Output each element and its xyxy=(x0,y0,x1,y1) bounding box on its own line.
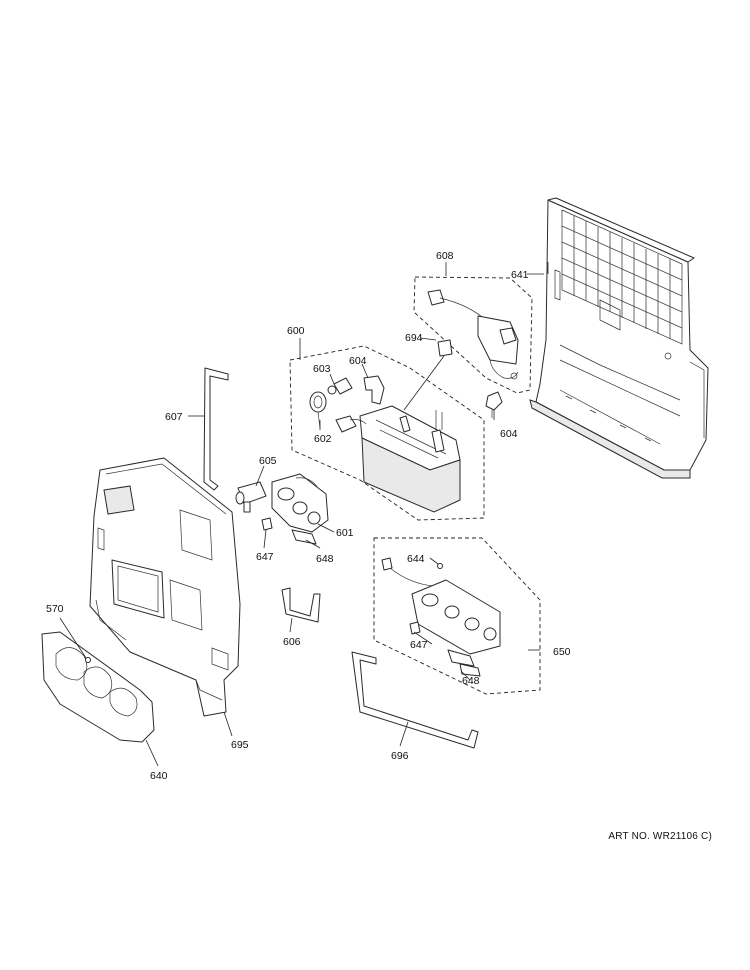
callout-648-a: 648 xyxy=(316,553,334,565)
callout-641: 641 xyxy=(511,269,529,281)
part-695-dispenser-cover[interactable] xyxy=(89,457,241,717)
callout-650: 650 xyxy=(553,646,571,658)
part-607-tube[interactable] xyxy=(203,367,229,491)
part-604-elbow-right[interactable] xyxy=(485,391,503,418)
part-604-elbow[interactable] xyxy=(363,375,385,405)
callout-603: 603 xyxy=(313,363,331,375)
callout-600: 600 xyxy=(287,325,305,337)
leader-lines xyxy=(59,262,549,767)
callout-608: 608 xyxy=(436,250,454,262)
callout-647-b: 647 xyxy=(410,639,428,651)
callout-602: 602 xyxy=(314,433,332,445)
callout-604-b: 604 xyxy=(500,428,518,440)
callout-labels: 608 641 600 694 603 604 604 602 607 605 … xyxy=(46,250,571,782)
callout-606: 606 xyxy=(283,636,301,648)
part-570-screw[interactable] xyxy=(85,657,91,663)
part-602-connector[interactable] xyxy=(309,391,327,429)
callout-570: 570 xyxy=(46,603,64,615)
part-694-fitting[interactable] xyxy=(403,339,453,411)
part-640-trim[interactable] xyxy=(41,631,155,743)
callout-696: 696 xyxy=(391,750,409,762)
part-606-tube[interactable] xyxy=(281,587,321,623)
part-641-rear-housing[interactable] xyxy=(529,197,709,479)
part-605-fitting[interactable] xyxy=(235,481,267,513)
callout-647-a: 647 xyxy=(256,551,274,563)
callout-695: 695 xyxy=(231,739,249,751)
part-601-valve[interactable] xyxy=(271,473,329,533)
part-696-tube[interactable] xyxy=(351,651,479,749)
callout-607: 607 xyxy=(165,411,183,423)
part-647-clip[interactable] xyxy=(261,517,273,549)
part-603-fitting[interactable] xyxy=(327,377,353,395)
callout-648-b: 648 xyxy=(462,675,480,687)
callout-605: 605 xyxy=(259,455,277,467)
part-650-valve-group[interactable] xyxy=(373,537,541,695)
callout-694: 694 xyxy=(405,332,423,344)
part-648-clip[interactable] xyxy=(291,529,317,545)
art-number: ART NO. WR21106 C) xyxy=(608,831,712,842)
part-600-tank-group[interactable] xyxy=(289,345,485,521)
callout-601: 601 xyxy=(336,527,354,539)
part-608-harness-group[interactable] xyxy=(413,276,533,394)
callout-640: 640 xyxy=(150,770,168,782)
callout-644: 644 xyxy=(407,553,425,565)
callout-604-a: 604 xyxy=(349,355,367,367)
